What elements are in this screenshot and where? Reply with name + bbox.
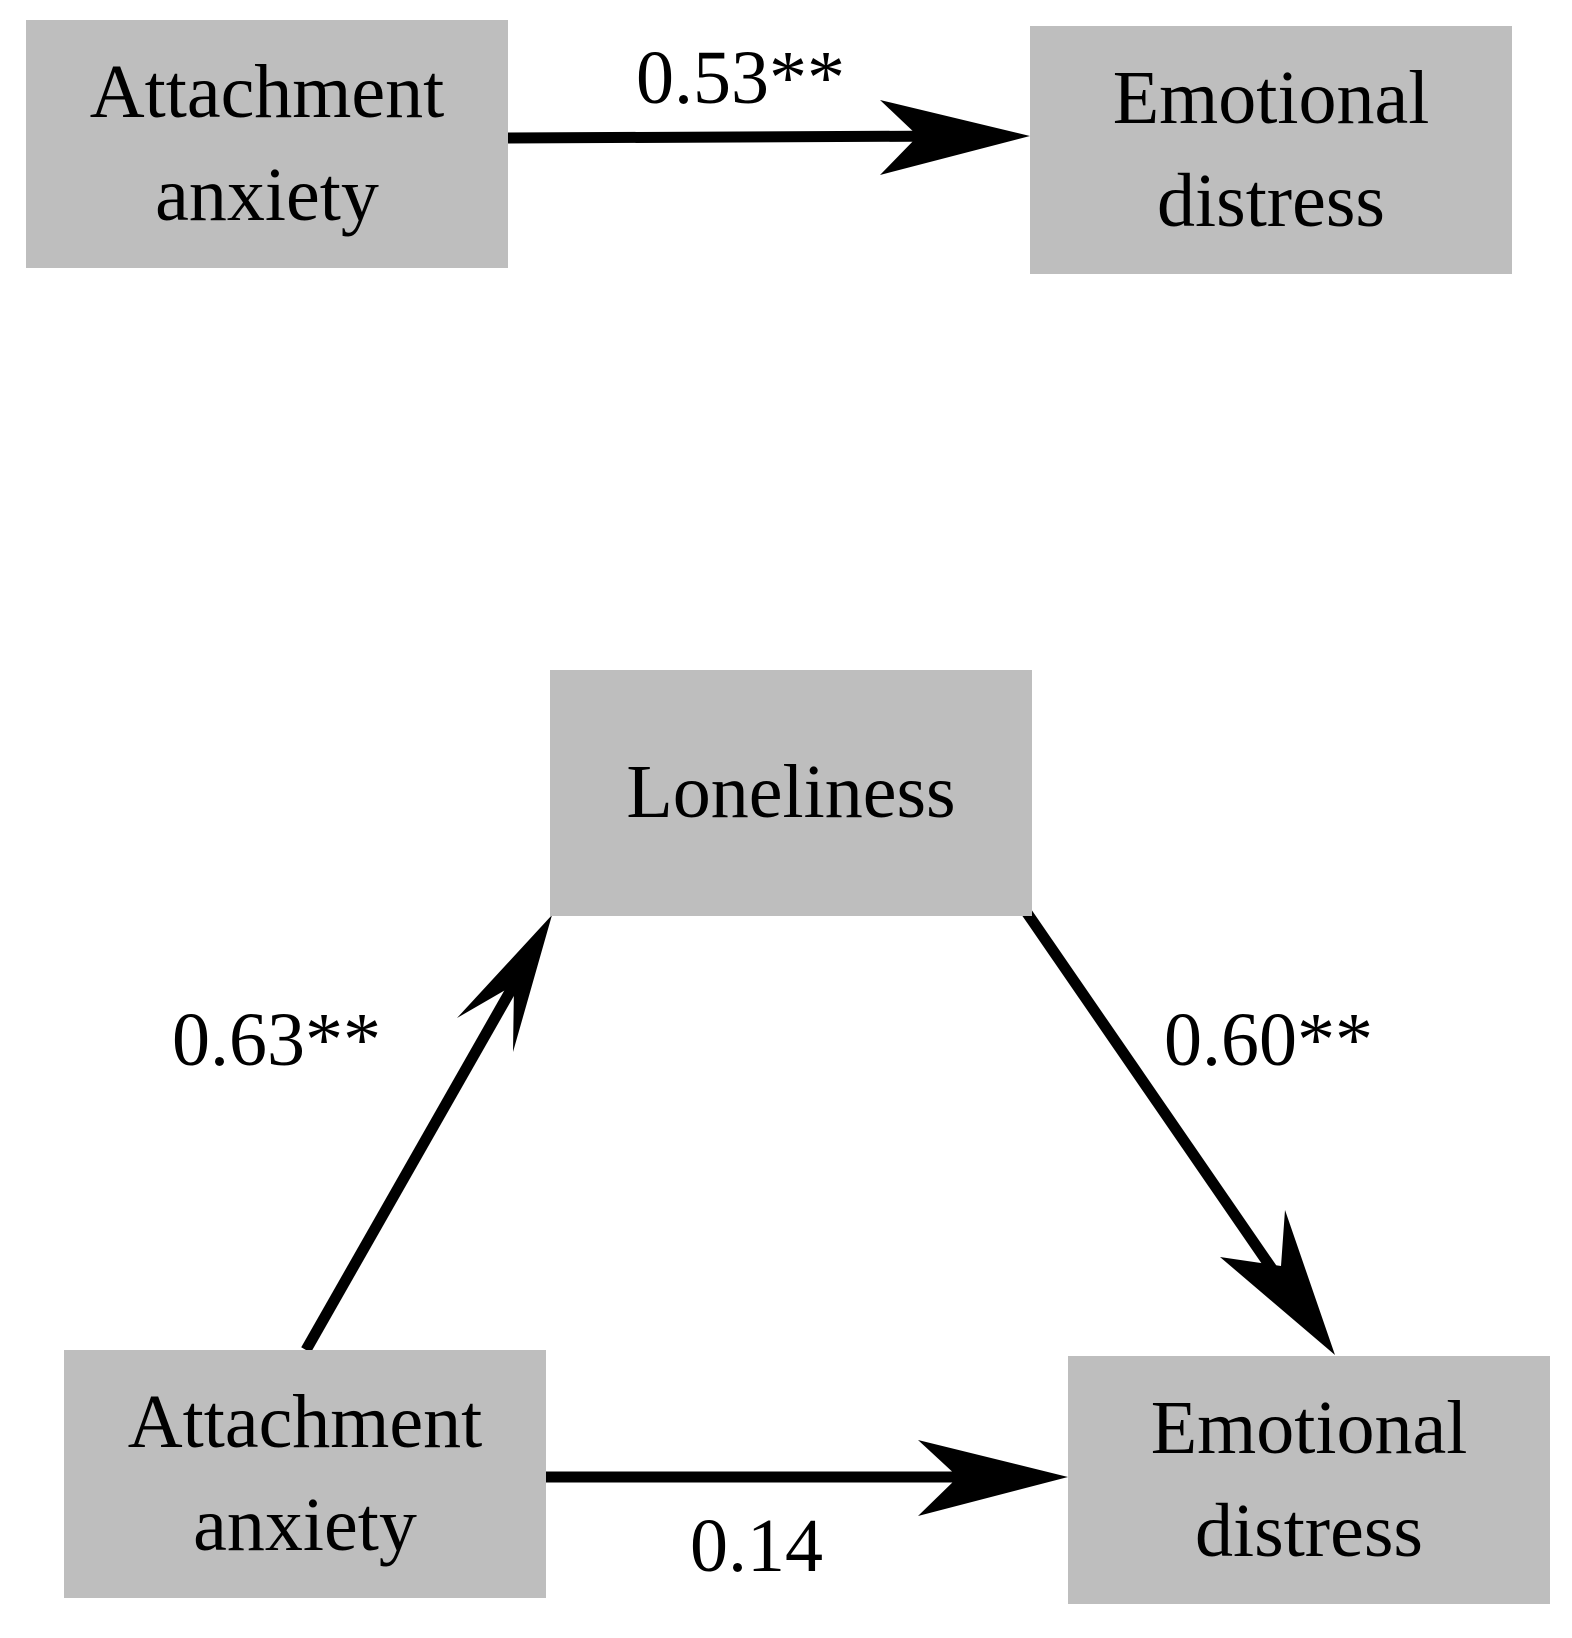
path-c-prime-coefficient: 0.14 bbox=[690, 1504, 823, 1588]
path-c-coefficient: 0.53** bbox=[636, 36, 845, 120]
arrow-c-line bbox=[507, 130, 961, 144]
arrow-a-line bbox=[301, 957, 533, 1353]
arrow-b-line bbox=[1020, 906, 1295, 1299]
path-b-coefficient: 0.60** bbox=[1164, 998, 1373, 1082]
attachment-anxiety-box-top: Attachment anxiety bbox=[26, 20, 508, 268]
attachment-anxiety-box-bottom: Attachment anxiety bbox=[64, 1350, 546, 1598]
arrow-b-head bbox=[1220, 1210, 1335, 1355]
arrow-c-prime-head bbox=[918, 1440, 1068, 1516]
emotional-distress-box-top: Emotional distress bbox=[1030, 26, 1512, 274]
arrow-a-head bbox=[457, 915, 552, 1052]
arrow-c-head bbox=[880, 100, 1030, 175]
loneliness-box: Loneliness bbox=[550, 670, 1032, 916]
path-a-coefficient: 0.63** bbox=[172, 998, 381, 1082]
emotional-distress-box-bottom: Emotional distress bbox=[1068, 1356, 1550, 1604]
